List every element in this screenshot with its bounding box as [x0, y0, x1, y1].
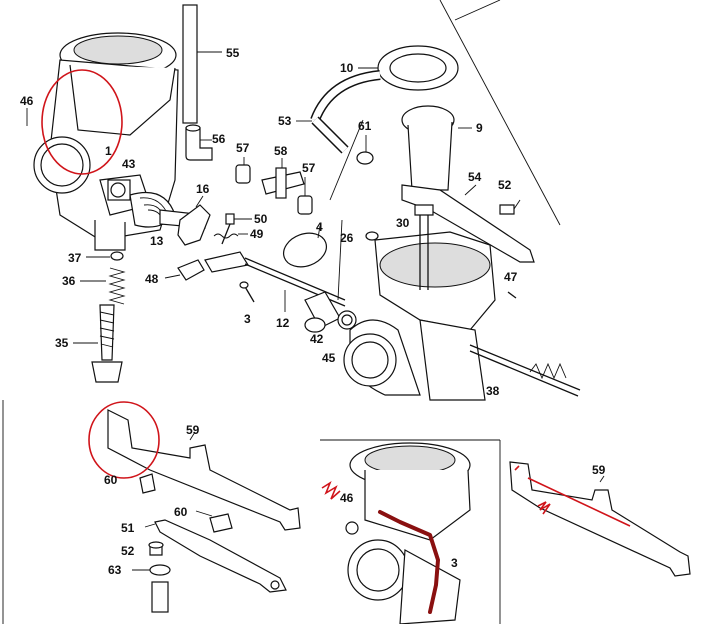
label-37: 37 [68, 251, 82, 265]
label-46a: 46 [20, 94, 34, 108]
label-38: 38 [486, 384, 500, 398]
label-1: 1 [105, 144, 112, 158]
plate-51 [144, 519, 287, 593]
clip-60a [139, 473, 156, 494]
screw-52 [499, 199, 521, 215]
label-30: 30 [396, 216, 410, 230]
bracket-16 [177, 195, 211, 246]
label-60b: 60 [174, 505, 188, 519]
label-3b: 3 [451, 556, 458, 570]
bracket-54 [464, 184, 477, 196]
label-35: 35 [55, 336, 69, 350]
label-45: 45 [322, 351, 336, 365]
label-46b: 46 [340, 491, 354, 505]
tube-55 [182, 4, 222, 124]
hose-53 [310, 70, 381, 154]
label-13: 13 [150, 234, 164, 248]
pin-47 [507, 291, 517, 299]
label-51: 51 [121, 521, 135, 535]
lever-48 [164, 251, 249, 281]
fastener-60b [195, 510, 233, 533]
spring-49 [213, 233, 248, 239]
label-26: 26 [340, 231, 354, 245]
label-9: 9 [476, 121, 483, 135]
fittings-57-58 [235, 157, 313, 215]
label-12: 12 [276, 316, 290, 330]
linkage-bar-59 [107, 409, 301, 531]
annotation-line [527, 477, 631, 527]
clip-63 [132, 564, 171, 613]
label-4: 4 [316, 220, 323, 234]
background-lines [329, 0, 561, 301]
label-53: 53 [278, 114, 292, 128]
label-55: 55 [226, 46, 240, 60]
seal-45 [337, 310, 357, 330]
label-43: 43 [122, 157, 136, 171]
annotation-circle-top [41, 69, 123, 175]
label-60a: 60 [104, 473, 118, 487]
clip-61 [356, 135, 374, 165]
washer-26 [365, 231, 379, 241]
label-63: 63 [108, 563, 122, 577]
annotation-circle-bottom [88, 401, 160, 479]
label-59a: 59 [186, 423, 200, 437]
label-56: 56 [212, 132, 226, 146]
label-50: 50 [254, 212, 268, 226]
label-42: 42 [310, 332, 324, 346]
spring-36 [108, 267, 126, 305]
linkage-bar-59b [509, 461, 691, 577]
label-54: 54 [468, 170, 482, 184]
label-57a: 57 [236, 141, 250, 155]
label-49: 49 [250, 227, 264, 241]
label-52a: 52 [498, 178, 512, 192]
washer-37 [110, 251, 124, 261]
screw-52b [148, 541, 164, 556]
elbow-56 [185, 124, 213, 161]
label-58: 58 [274, 144, 288, 158]
left-carburetor [33, 32, 206, 251]
label-10: 10 [340, 61, 354, 75]
label-47: 47 [504, 270, 518, 284]
label-48: 48 [145, 272, 159, 286]
right-carburetor [343, 45, 581, 401]
label-61: 61 [358, 119, 372, 133]
routing-marker [378, 510, 440, 614]
screw-3 [239, 281, 255, 303]
label-3: 3 [244, 312, 251, 326]
label-57b: 57 [302, 161, 316, 175]
label-59b: 59 [592, 463, 606, 477]
bushing-42 [304, 291, 341, 333]
carburetor-detail [320, 439, 501, 624]
part-labels: 55 10 46 9 53 61 56 57 58 57 1 43 54 52 … [20, 46, 606, 577]
screw-50 [221, 213, 252, 245]
label-36: 36 [62, 274, 76, 288]
label-52b: 52 [121, 544, 135, 558]
label-16: 16 [196, 182, 210, 196]
screw-35 [91, 304, 123, 383]
